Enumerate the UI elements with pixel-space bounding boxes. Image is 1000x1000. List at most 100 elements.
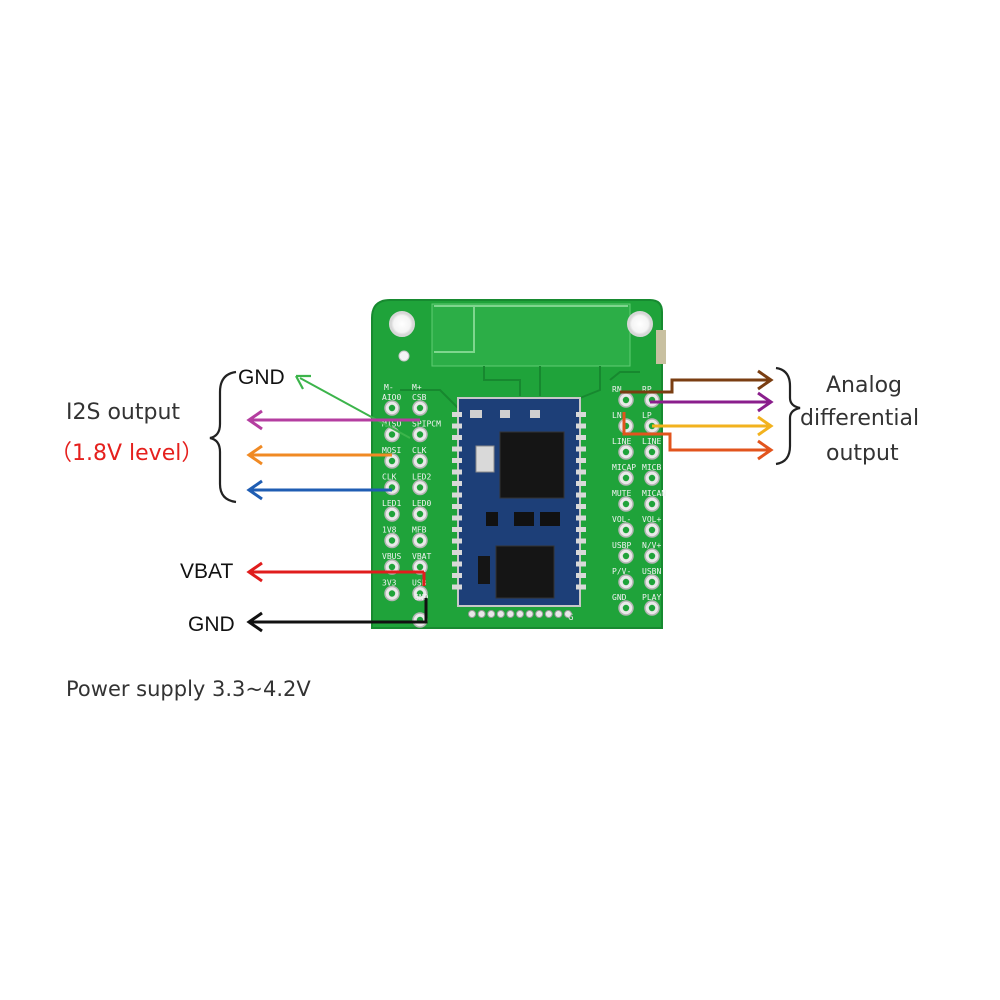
i2s-level-label: （1.8V level） (50, 441, 204, 466)
right-a-hole-4-center (622, 500, 630, 508)
left-b-label-6: VBAT (412, 552, 431, 561)
right-a-label-3: MICAP (612, 463, 636, 472)
i2s-output-label: I2S output (66, 400, 181, 425)
module-pad-right-3 (576, 446, 586, 452)
analog-arrowhead-3 (757, 415, 774, 437)
left-b-label-4: LED0 (412, 499, 431, 508)
right-a-label-7: P/V- (612, 567, 631, 576)
module-component-3 (530, 410, 540, 418)
module-component-2 (500, 410, 510, 418)
left-b-hole-2-center (416, 457, 424, 465)
module-pad-left-7 (452, 492, 462, 498)
module-pad-right-6 (576, 481, 586, 486)
vbat-label: VBAT (180, 560, 234, 583)
vbat-arrowhead (246, 561, 263, 583)
module-pad-left-13 (452, 561, 462, 567)
left-b-hole-6-center (416, 563, 424, 571)
right-a-label-8: GND (612, 593, 627, 602)
right-a-hole-6-center (622, 552, 630, 560)
left-b-hole-4-center (416, 510, 424, 518)
left-brace (209, 370, 237, 504)
right-a-hole-8-center (622, 604, 630, 612)
analog-arrowhead-1 (757, 369, 774, 391)
mounting-hole-right (627, 311, 653, 337)
module-pad-right-7 (576, 492, 586, 498)
module-pad-left-6 (452, 481, 462, 486)
analog-label-line1: Analog (826, 373, 903, 398)
analog-label-line2: differential (800, 406, 920, 431)
pcb-board: M- M+ G AIO0MISOMOSICLKLED11V8VBUS3V3CSB… (371, 299, 666, 629)
right-b-label-6: N/V+ (642, 541, 661, 550)
module-pad-right-5 (576, 469, 586, 475)
module-pad-left-5 (452, 469, 462, 475)
i2s-arrowhead-1 (246, 409, 263, 431)
silkscreen-labels: M- M+ G AIO0MISOMOSICLKLED11V8VBUS3V3CSB… (382, 383, 666, 623)
gnd-bottom-label: GND (188, 613, 235, 636)
right-a-hole-7-center (622, 578, 630, 586)
module-pad-left-8 (452, 504, 462, 509)
power-supply-label: Power supply 3.3~4.2V (66, 677, 311, 701)
right-b-label-1: LP (642, 411, 652, 420)
right-a-hole-0-center (622, 396, 630, 404)
right-b-hole-4-center (648, 500, 656, 508)
module-pads-left (452, 412, 462, 590)
pin-label-m-minus: M- (384, 383, 394, 392)
pin-label-m-plus: M+ (412, 383, 422, 392)
left-b-hole-1-center (416, 431, 424, 438)
analog-wire-4 (622, 412, 770, 452)
pin-label-g: G (568, 613, 573, 623)
bottom-pad-6 (525, 610, 534, 618)
module-flash (495, 545, 555, 599)
left-b-label-7: USB (412, 579, 427, 588)
left-b-label-0: CSB (412, 393, 427, 402)
right-brace (775, 366, 801, 466)
left-a-label-7: 3V3 (382, 579, 397, 588)
module-pad-left-11 (452, 538, 462, 544)
right-b-label-3: MICB (642, 463, 661, 472)
right-b-label-4: MICAN (642, 489, 666, 498)
module-crystal (475, 445, 495, 473)
right-b-hole-6-center (648, 552, 656, 560)
module-component-5 (514, 512, 534, 526)
right-b-hole-8-center (648, 604, 656, 612)
right-a-label-2: LINE (612, 437, 631, 446)
module-bottom-chip (478, 556, 490, 584)
module-component-6 (540, 512, 560, 526)
module-pad-left-4 (452, 458, 462, 463)
right-b-hole-2-center (648, 448, 656, 456)
bottom-pad-5 (516, 610, 524, 618)
module-pad-right-4 (576, 458, 586, 463)
left-a-hole-5-center (388, 537, 396, 544)
left-a-hole-4-center (388, 510, 396, 518)
right-b-label-8: PLAY (642, 593, 661, 602)
left-a-label-1: MISO (382, 420, 401, 429)
module-pads-right (576, 412, 586, 590)
bottom-pad-2 (487, 610, 496, 618)
right-a-hole-2-center (622, 448, 630, 456)
left-b-hole-5-center (416, 537, 424, 544)
module-pad-right-2 (576, 435, 586, 440)
left-b-hole-3-center (416, 484, 424, 491)
right-b-label-5: VOL+ (642, 515, 661, 524)
right-a-label-5: VOL- (612, 515, 631, 524)
header-bottom-row (468, 610, 572, 618)
left-a-label-3: CLK (382, 473, 397, 482)
left-a-hole-6-center (388, 563, 396, 571)
right-b-hole-7-center (648, 578, 656, 586)
module-pad-right-14 (576, 573, 586, 578)
module-pad-right-15 (576, 584, 586, 590)
analog-wire-1 (620, 378, 770, 394)
module-pad-right-12 (576, 550, 586, 555)
left-b-label-1: SPIPCM (412, 420, 441, 429)
module-pad-left-12 (452, 550, 462, 555)
bottom-pad-3 (496, 610, 505, 618)
module-pad-left-10 (452, 527, 462, 532)
header-left-col-b (412, 400, 428, 628)
module-pad-left-3 (452, 446, 462, 452)
gnd-bottom-arrowhead (246, 611, 263, 633)
gnd-top-wire (299, 377, 411, 439)
right-a-hole-5-center (622, 526, 630, 534)
module-pad-right-8 (576, 504, 586, 509)
